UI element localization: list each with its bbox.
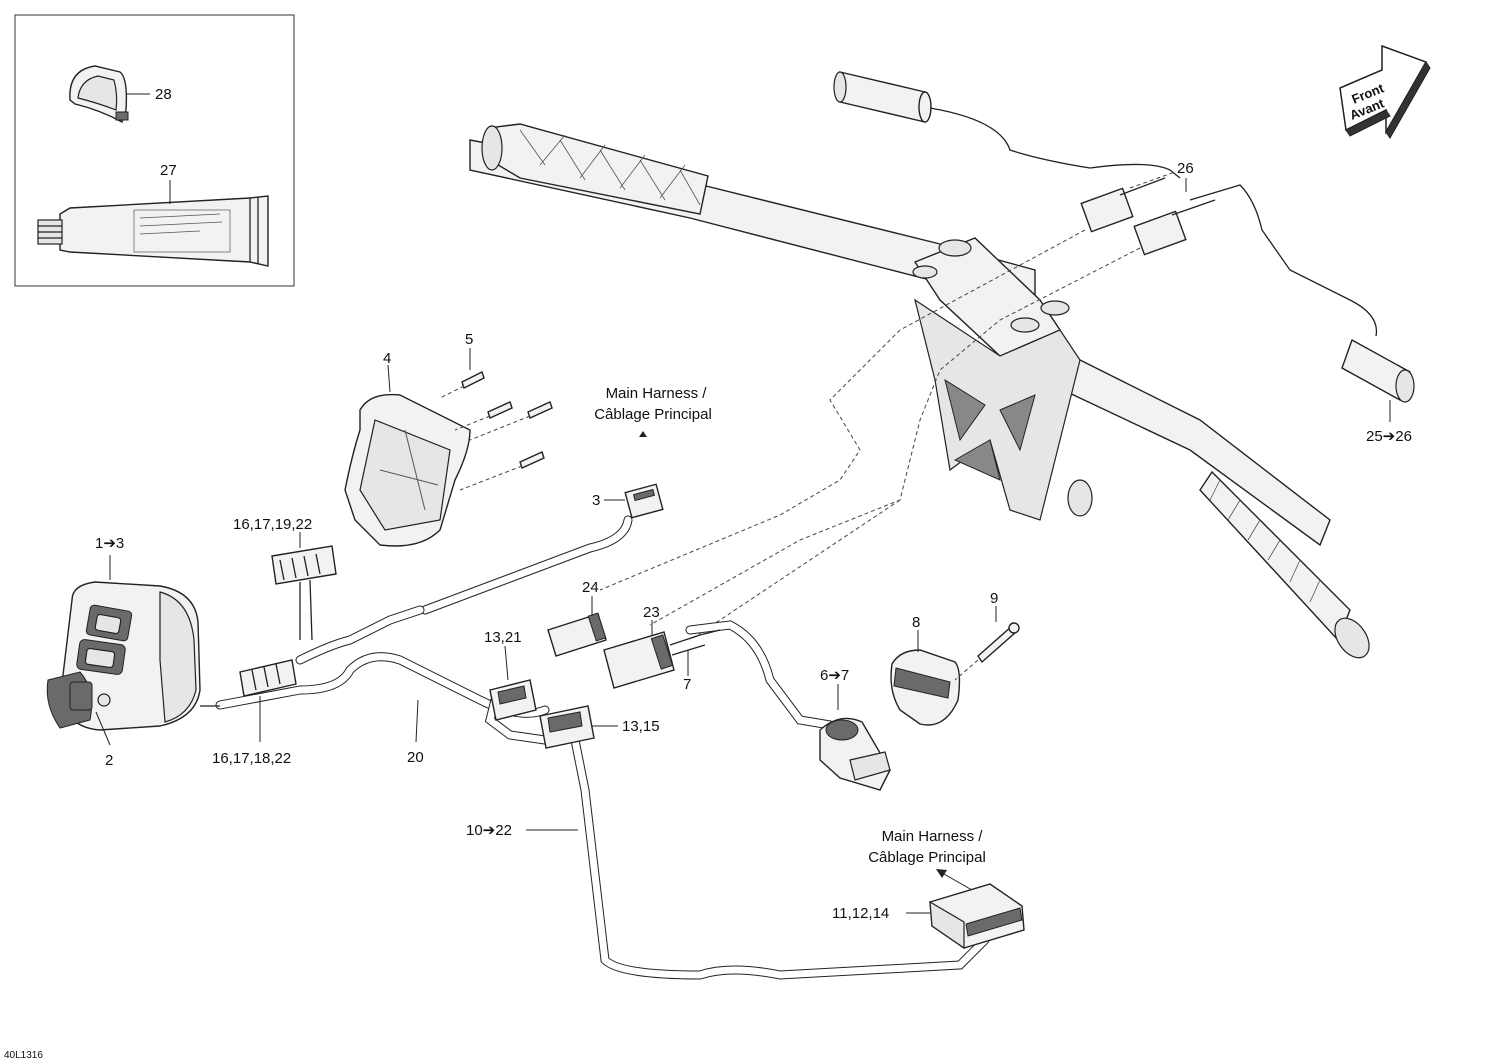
harness-bottom-arrow-shaft	[943, 873, 973, 891]
part-9-pin	[954, 622, 1020, 681]
callout-1-3: 1➔3	[95, 535, 124, 552]
callout-28: 28	[155, 86, 172, 103]
part-20-harness	[215, 515, 990, 980]
callout-7: 7	[683, 676, 691, 693]
part-16-17-18-22-connector	[239, 659, 297, 697]
callout-6-7: 6➔7	[820, 667, 849, 684]
callout-3: 3	[592, 492, 600, 509]
leader-4	[387, 364, 391, 393]
callout-2: 2	[105, 752, 113, 769]
part-6-7-sensor	[819, 717, 891, 791]
heated-element-left	[833, 71, 932, 123]
callout-25-26: 25➔26	[1366, 428, 1412, 445]
callout-4: 4	[383, 350, 391, 367]
handlebar	[469, 123, 1370, 659]
callout-10-22: 10➔22	[466, 822, 512, 839]
callout-26: 26	[1177, 160, 1194, 177]
part-24-connector	[547, 612, 607, 657]
harness-label-top-line2: Câblage Principal	[594, 406, 712, 423]
part-27-tube	[37, 195, 269, 267]
heated-wire-right	[1189, 184, 1378, 337]
part-13-21-connector	[489, 679, 537, 721]
leader-13-21	[504, 645, 509, 681]
part-1-3-switch	[46, 581, 220, 731]
callout-27: 27	[160, 162, 177, 179]
harness-top-arrow	[639, 431, 647, 437]
harness-label-top-line1: Main Harness /	[606, 385, 708, 402]
part-5-screws	[439, 371, 553, 491]
leader-20	[415, 699, 419, 743]
harness-label-bottom-line2: Câblage Principal	[868, 849, 986, 866]
part-4-housing	[344, 393, 471, 547]
part-8-grip-sleeve	[890, 649, 961, 726]
harness-bottom-arrow	[936, 869, 947, 878]
callout-13-15: 13,15	[622, 718, 660, 735]
callout-20: 20	[407, 749, 424, 766]
callout-16-17-18-22: 16,17,18,22	[212, 750, 291, 767]
part-3-connector	[624, 483, 664, 519]
part-26-connectors	[1080, 171, 1216, 256]
part-11-12-14-module	[929, 883, 1025, 950]
part-16-17-19-22-connector	[271, 545, 337, 641]
callout-9: 9	[990, 590, 998, 607]
callout-5: 5	[465, 331, 473, 348]
part-28-cover	[69, 65, 129, 124]
heated-element-right	[1341, 338, 1415, 403]
part-23-connector	[603, 629, 721, 689]
diagram-id: 40L1316	[4, 1050, 43, 1061]
callout-13-21: 13,21	[484, 629, 522, 646]
part-13-15-connector	[539, 705, 595, 749]
callout-8: 8	[912, 614, 920, 631]
callout-24: 24	[582, 579, 599, 596]
callout-16-17-19-22: 16,17,19,22	[233, 516, 312, 533]
heated-wire-left	[929, 107, 1181, 179]
callout-23: 23	[643, 604, 660, 621]
callout-11-12-14: 11,12,14	[832, 905, 889, 922]
front-direction-arrow	[1339, 44, 1431, 139]
inset-box	[14, 14, 295, 287]
harness-label-bottom-line1: Main Harness /	[882, 828, 984, 845]
leader-2	[95, 711, 111, 746]
